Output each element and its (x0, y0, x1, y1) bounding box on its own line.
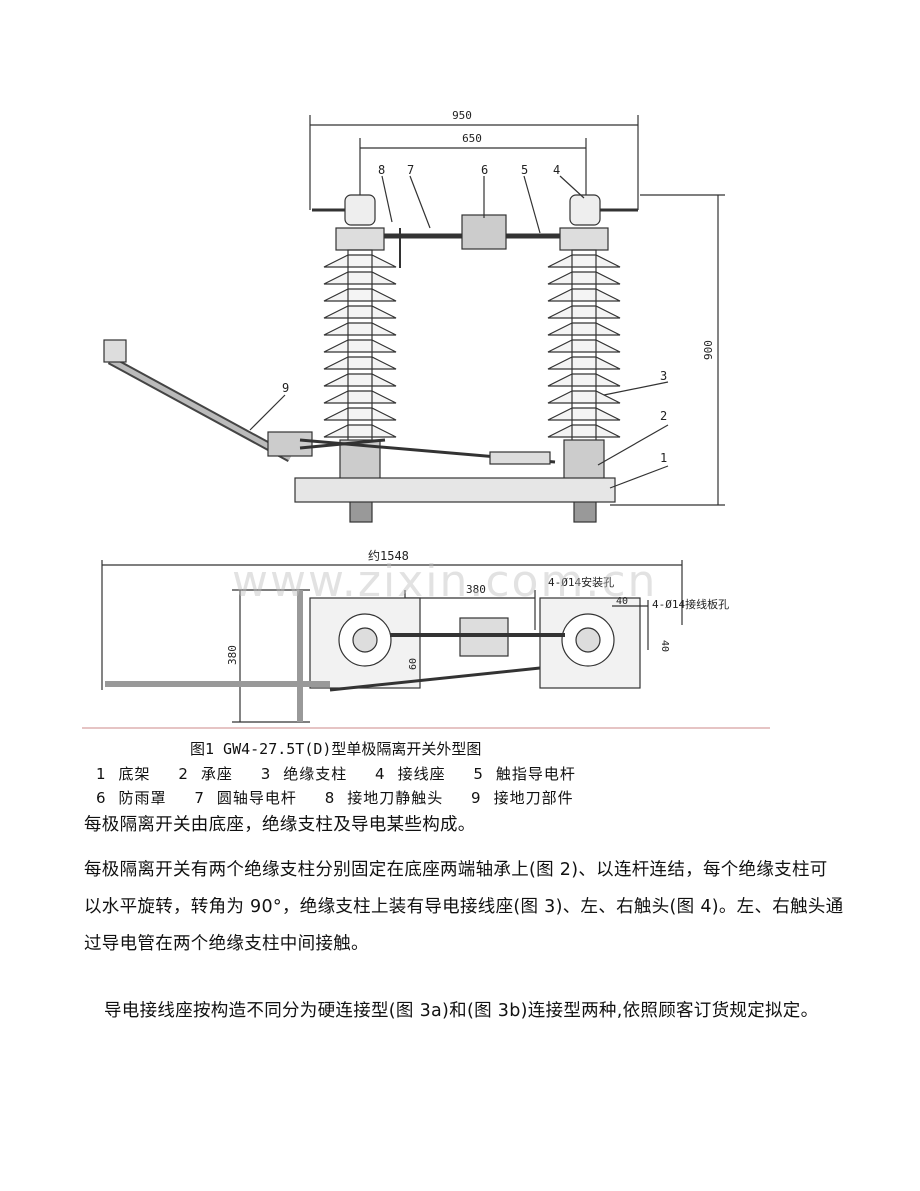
technical-drawing: 950 650 900 约1548 380 380 40 40 60 4-Ø14… (82, 109, 770, 729)
insulator-shed (547, 305, 621, 319)
insulator-shed (323, 407, 397, 421)
legend-label: 接线座 (397, 765, 446, 783)
legend-label: 承座 (200, 765, 233, 783)
dim-60: 60 (408, 658, 419, 670)
insulator-shed (547, 424, 621, 438)
legend-num: 7 (194, 789, 205, 807)
terminal-hole-label: 4-Ø14接线板孔 (652, 597, 729, 611)
insulator-shed (323, 254, 397, 268)
insulator-shed (323, 305, 397, 319)
legend-label: 触指导电杆 (495, 765, 576, 783)
callout-8: 8 (378, 163, 385, 177)
legend-num: 3 (260, 765, 272, 783)
legend-num: 6 (96, 789, 107, 807)
legend-num: 4 (375, 765, 386, 783)
watermark: www.zixin.com.cn (232, 556, 658, 607)
mounting-hole-label: 4-Ø14安装孔 (548, 575, 614, 589)
dim-40-a: 40 (616, 596, 628, 607)
paragraph-2: 每极隔离开关有两个绝缘支柱分别固定在底座两端轴承上(图 2)、以连杆连结，每个绝… (84, 860, 844, 954)
insulator-shed (323, 424, 397, 438)
dim-40-b: 40 (659, 640, 670, 652)
dim-650: 650 (462, 132, 482, 145)
callout-7: 7 (407, 163, 414, 177)
callout-9: 9 (282, 381, 289, 395)
legend-num: 1 (96, 765, 107, 783)
insulator-shed (547, 373, 621, 387)
legend-label: 防雨罩 (118, 789, 167, 807)
dim-380-vertical: 380 (226, 645, 239, 665)
callout-2: 2 (660, 409, 667, 423)
insulator-shed (547, 407, 621, 421)
legend-label: 接地刀部件 (493, 789, 574, 807)
insulator-shed (323, 390, 397, 404)
insulator-shed (547, 356, 621, 370)
legend-label: 接地刀静触头 (347, 789, 444, 807)
callout-1: 1 (660, 451, 667, 465)
figure-caption: 图1 GW4-27.5T(D)型单极隔离开关外型图 (190, 740, 482, 758)
insulator-shed (323, 373, 397, 387)
dim-1548: 约1548 (368, 548, 409, 563)
insulator-shed (547, 390, 621, 404)
legend-num: 2 (178, 765, 189, 783)
legend-row-1: 1 底架 2 承座 3 绝缘支柱 4 接线座 5 触指导电杆 (96, 763, 598, 784)
callout-6: 6 (481, 163, 488, 177)
insulator-shed (323, 339, 397, 353)
callout-3: 3 (660, 369, 667, 383)
callout-4: 4 (553, 163, 560, 177)
legend-label: 绝缘支柱 (283, 765, 348, 783)
paragraph-3: 导电接线座按构造不同分为硬连接型(图 3a)和(图 3b)连接型两种,依照顾客订… (104, 1001, 819, 1021)
insulator-shed (547, 254, 621, 268)
legend-label: 圆轴导电杆 (216, 789, 297, 807)
legend-label: 底架 (118, 765, 151, 783)
legend-num: 9 (471, 789, 482, 807)
legend-num: 5 (473, 765, 484, 783)
paragraph-1: 每极隔离开关由底座，绝缘支柱及导电某些构成。 (84, 815, 476, 835)
legend-num: 8 (324, 789, 336, 807)
insulator-shed (547, 322, 621, 336)
dim-950: 950 (452, 109, 472, 122)
insulator-shed (547, 339, 621, 353)
legend-row-2: 6 防雨罩 7 圆轴导电杆 8 接地刀静触头 9 接地刀部件 (96, 787, 596, 808)
insulator-shed (323, 322, 397, 336)
dim-900: 900 (702, 340, 715, 360)
callout-5: 5 (521, 163, 528, 177)
insulator-shed (323, 271, 397, 285)
dim-380-horizontal: 380 (466, 583, 486, 596)
insulator-shed (323, 356, 397, 370)
insulator-shed (323, 288, 397, 302)
insulator-shed (547, 288, 621, 302)
insulator-shed (547, 271, 621, 285)
